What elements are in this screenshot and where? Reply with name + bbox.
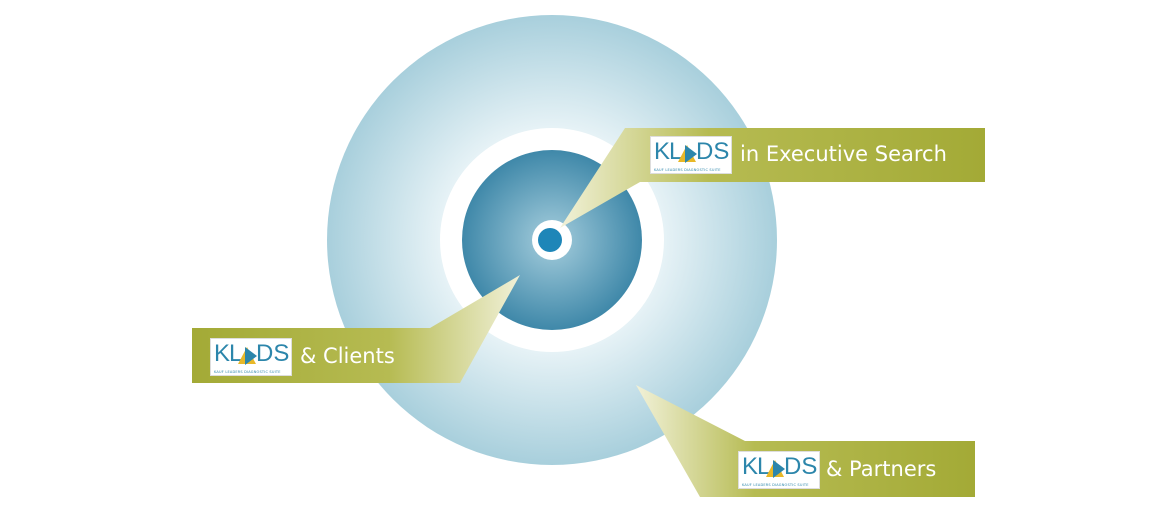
callout-partners: [636, 385, 975, 497]
callout-label-partners: & Partners: [826, 457, 937, 481]
callout-label-clients: & Clients: [300, 344, 395, 368]
logo-arrow-icon: [245, 347, 257, 365]
logo-tagline: KAUF LEADERS DIAGNOSTIC SUITE: [654, 168, 721, 172]
klds-logo: KL DS KAUF LEADERS DIAGNOSTIC SUITE: [650, 136, 732, 174]
logo-text: KL: [214, 340, 242, 367]
center-dot: [538, 228, 562, 252]
logo-text: DS: [256, 340, 290, 367]
logo-text: KL: [742, 453, 770, 480]
logo-arrow-icon: [773, 460, 785, 478]
logo-text: DS: [696, 138, 730, 165]
logo-tagline: KAUF LEADERS DIAGNOSTIC SUITE: [742, 483, 809, 487]
logo-tagline: KAUF LEADERS DIAGNOSTIC SUITE: [214, 370, 281, 374]
callout-label-executive-search: in Executive Search: [740, 142, 947, 166]
logo-arrow-icon: [685, 145, 697, 163]
klds-logo: KL DS KAUF LEADERS DIAGNOSTIC SUITE: [738, 451, 820, 489]
klds-logo: KL DS KAUF LEADERS DIAGNOSTIC SUITE: [210, 338, 292, 376]
logo-text: KL: [654, 138, 682, 165]
logo-text: DS: [784, 453, 818, 480]
